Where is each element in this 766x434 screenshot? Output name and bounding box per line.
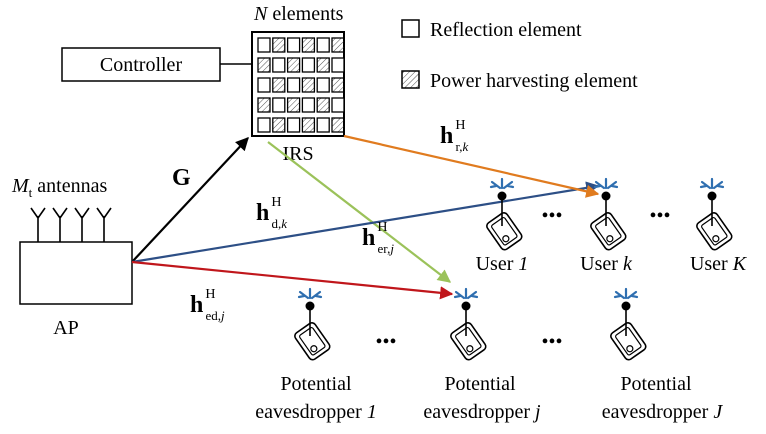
irs-harvesting-element: [316, 97, 330, 113]
irs-reflection-element: [286, 77, 301, 93]
irs-harvesting-element: [272, 37, 286, 53]
eavesdroppers-ellipsis-1: •••: [375, 331, 396, 353]
irs-reflection-element: [316, 37, 330, 53]
antennas-label: Mt antennas: [11, 175, 107, 200]
ap-antenna-array: [30, 207, 112, 242]
ap-label: AP: [53, 317, 79, 339]
irs-harvesting-element: [272, 117, 286, 133]
users-ellipsis-1: •••: [541, 205, 562, 227]
controller-label: Controller: [100, 54, 183, 76]
harvesting-element-swatch: [401, 70, 420, 89]
legend-harvesting-label: Power harvesting element: [430, 70, 638, 92]
legend: Reflection element Power harvesting elem…: [401, 19, 638, 92]
irs-harvesting-element: [331, 37, 345, 53]
eavesdropper-J-device: [608, 287, 649, 363]
arrow-h-er-j: [267, 141, 452, 283]
eavesdropper-j-device: [448, 287, 489, 363]
ap-antenna-icon: [30, 207, 46, 242]
ap-antenna-icon: [96, 207, 112, 242]
irs-reflection-element: [257, 37, 271, 53]
user-k-label: User k: [580, 253, 633, 275]
ap-box: [19, 241, 133, 305]
irs-reflection-element: [272, 57, 286, 73]
irs-reflection-element: [272, 97, 286, 113]
eavesdropper-J-line2: eavesdropper J: [602, 401, 724, 423]
reflection-element-swatch: [401, 19, 420, 38]
irs-reflection-element: [257, 117, 271, 133]
irs-harvesting-element: [257, 57, 271, 73]
user-K-device: [694, 177, 735, 253]
user-1-device: [484, 177, 525, 253]
irs-reflection-element: [301, 57, 316, 73]
irs-harvesting-element: [316, 57, 330, 73]
ap-antenna-icon: [52, 207, 68, 242]
irs-reflection-element: [331, 57, 345, 73]
channel-G-label: G: [172, 165, 191, 191]
irs-reflection-element: [316, 77, 330, 93]
controller-box: Controller: [61, 47, 221, 82]
eavesdroppers-ellipsis-2: •••: [541, 331, 562, 353]
n-elements-label: N elements: [253, 3, 344, 25]
irs-reflection-element: [301, 97, 316, 113]
arrow-h-d-k: [131, 181, 600, 264]
user-1-label: User 1: [476, 253, 529, 275]
ap-antenna-icon: [74, 207, 90, 242]
user-k-device: [588, 177, 629, 253]
eavesdropper-j-line1: Potential: [444, 373, 516, 395]
irs-element-grid: [257, 37, 345, 133]
irs-harvesting-element: [286, 97, 301, 113]
eavesdropper-1-line1: Potential: [280, 373, 352, 395]
irs-harvesting-element: [301, 37, 316, 53]
arrow-h-r-k: [343, 134, 600, 198]
irs-reflection-element: [257, 77, 271, 93]
user-K-label: User K: [690, 253, 748, 275]
irs-reflection-element: [286, 37, 301, 53]
eavesdropper-j-line2: eavesdropper j: [423, 401, 541, 423]
irs-harvesting-element: [272, 77, 286, 93]
irs-harvesting-element: [331, 117, 345, 133]
irs-harvesting-element: [331, 77, 345, 93]
irs-reflection-element: [286, 117, 301, 133]
irs-panel: IRS: [251, 31, 345, 165]
irs-harvesting-element: [301, 117, 316, 133]
irs-harvesting-element: [301, 77, 316, 93]
irs-label: IRS: [282, 143, 313, 165]
user-group: ••• ••• User 1 User k User K: [476, 177, 748, 275]
arrow-h-ed-j: [131, 260, 454, 300]
irs-reflection-element: [331, 97, 345, 113]
eavesdropper-J-line1: Potential: [620, 373, 692, 395]
irs-harvesting-element: [257, 97, 271, 113]
arrow-G: [131, 137, 249, 263]
eavesdropper-1-device: [292, 287, 333, 363]
eavesdropper-1-line2: eavesdropper 1: [255, 401, 377, 423]
irs-reflection-element: [316, 117, 330, 133]
eavesdropper-group: ••• ••• Potential eavesdropper 1 Potenti…: [255, 287, 724, 423]
users-ellipsis-2: •••: [649, 205, 670, 227]
legend-reflection-label: Reflection element: [430, 19, 582, 41]
irs-harvesting-element: [286, 57, 301, 73]
